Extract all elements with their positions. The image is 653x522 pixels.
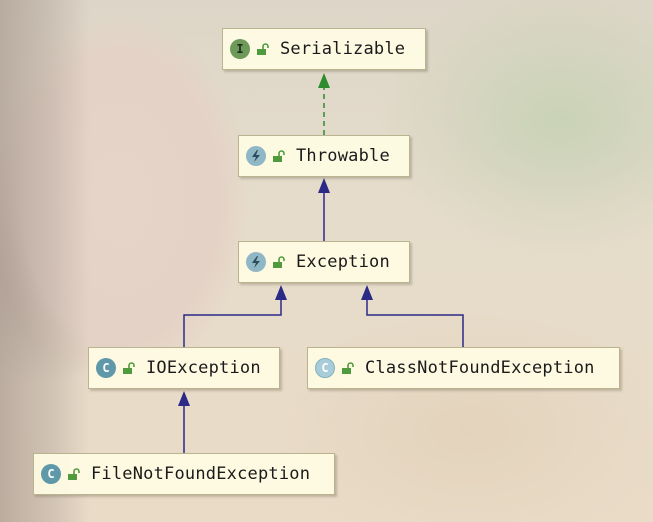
unlocked-padlock-icon <box>342 362 354 374</box>
node-label: Throwable <box>296 146 390 166</box>
node-label: IOException <box>146 358 261 378</box>
background-hair-shade <box>0 0 90 522</box>
edge-filenotfound-extends-ioexception <box>178 391 190 453</box>
unlocked-padlock-icon <box>68 468 80 480</box>
class-icon: C <box>41 464 61 484</box>
edge-classnotfound-extends-exception <box>361 285 464 347</box>
node-label: Exception <box>296 252 390 272</box>
node-label: FileNotFoundException <box>91 464 311 484</box>
node-filenotfoundexception[interactable]: C FileNotFoundException <box>33 453 335 495</box>
node-label: ClassNotFoundException <box>365 358 595 378</box>
arrowhead-icon <box>178 391 190 406</box>
throwable-lightning-icon <box>246 146 266 166</box>
arrowhead-icon <box>318 73 330 88</box>
arrowhead-icon <box>275 285 287 300</box>
edge-ioexception-extends-exception <box>183 285 287 347</box>
node-throwable[interactable]: Throwable <box>238 135 410 177</box>
interface-icon: I <box>230 39 250 59</box>
class-icon: C <box>315 358 335 378</box>
node-serializable[interactable]: I Serializable <box>222 28 426 70</box>
node-exception[interactable]: Exception <box>238 241 410 283</box>
unlocked-padlock-icon <box>273 150 285 162</box>
arrowhead-icon <box>361 285 373 300</box>
class-icon: C <box>96 358 116 378</box>
node-ioexception[interactable]: C IOException <box>88 347 280 389</box>
throwable-lightning-icon <box>246 252 266 272</box>
node-classnotfoundexception[interactable]: C ClassNotFoundException <box>307 347 620 389</box>
unlocked-padlock-icon <box>123 362 135 374</box>
arrowhead-icon <box>318 178 330 193</box>
edge-throwable-implements-serializable <box>318 73 330 135</box>
node-label: Serializable <box>280 39 406 59</box>
edge-exception-extends-throwable <box>318 178 330 241</box>
unlocked-padlock-icon <box>273 256 285 268</box>
unlocked-padlock-icon <box>257 43 269 55</box>
